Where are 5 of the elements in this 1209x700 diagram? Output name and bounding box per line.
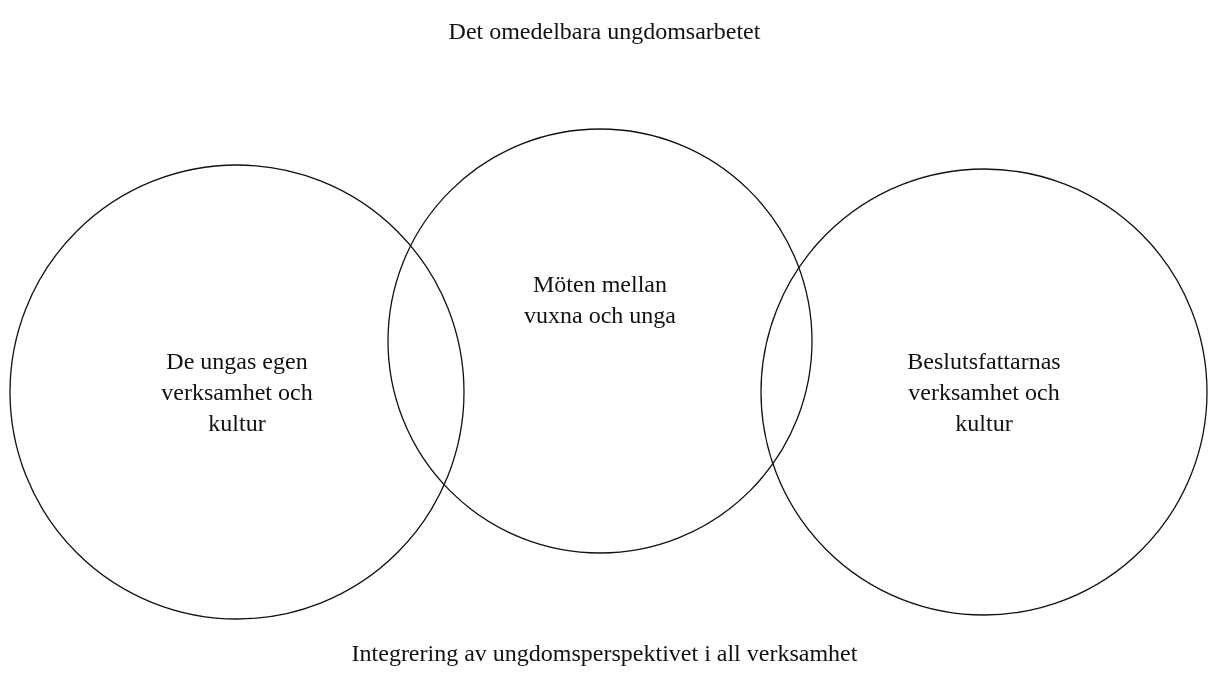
- title: Det omedelbara ungdomsarbetet: [447, 18, 762, 45]
- caption: Integrering av ungdomsperspektivet i all verksamhet: [350, 640, 859, 667]
- circle-label: De ungas egen verksamhet och kultur: [160, 346, 314, 438]
- circle-label: Möten mellan vuxna och unga: [523, 270, 677, 330]
- circle-label: Beslutsfattarnas verksamhet och kultur: [906, 346, 1062, 438]
